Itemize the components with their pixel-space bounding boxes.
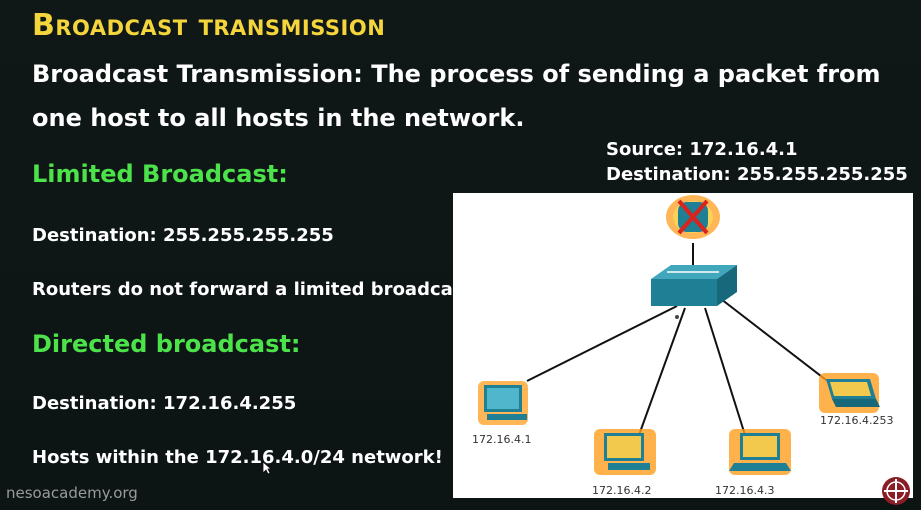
intro-text: Broadcast Transmission: The process of s… xyxy=(32,60,881,132)
network-diagram: 172.16.4.1 172.16.4.2 172.16.4.3 xyxy=(453,193,913,498)
host-label: 172.16.4.253 xyxy=(820,414,893,427)
link-host1 xyxy=(526,305,678,382)
host-label: 172.16.4.3 xyxy=(715,484,774,497)
neso-logo-icon xyxy=(882,477,910,505)
cursor-icon xyxy=(262,461,272,475)
directed-destination: Destination: 172.16.4.255 xyxy=(32,393,297,414)
directed-note: Hosts within the 172.16.4.0/24 network! xyxy=(32,447,443,468)
laptop-host-icon: 172.16.4.3 xyxy=(715,429,791,497)
switch-icon xyxy=(651,265,737,319)
limited-destination: Destination: 255.255.255.255 xyxy=(32,225,334,246)
link-host3 xyxy=(704,307,746,436)
link-host2 xyxy=(638,307,686,436)
laptop-host-icon: 172.16.4.253 xyxy=(819,373,893,427)
desktop-host-icon: 172.16.4.2 xyxy=(592,429,656,497)
directed-broadcast-heading: Directed broadcast: xyxy=(32,330,301,358)
router-icon xyxy=(666,195,720,239)
network-diagram-svg: 172.16.4.1 172.16.4.2 172.16.4.3 xyxy=(472,195,893,497)
limited-note: Routers do not forward a limited broadca… xyxy=(32,279,481,300)
host-label: 172.16.4.2 xyxy=(592,484,651,497)
slide-title: Broadcast transmission xyxy=(32,8,386,43)
packet-destination: Destination: 255.255.255.255 xyxy=(606,164,908,185)
limited-broadcast-heading: Limited Broadcast: xyxy=(32,160,288,188)
desktop-host-icon: 172.16.4.1 xyxy=(472,381,531,446)
link-host4 xyxy=(720,298,831,384)
host-label: 172.16.4.1 xyxy=(472,433,531,446)
packet-source: Source: 172.16.4.1 xyxy=(606,139,798,160)
watermark: nesoacademy.org xyxy=(6,484,138,502)
